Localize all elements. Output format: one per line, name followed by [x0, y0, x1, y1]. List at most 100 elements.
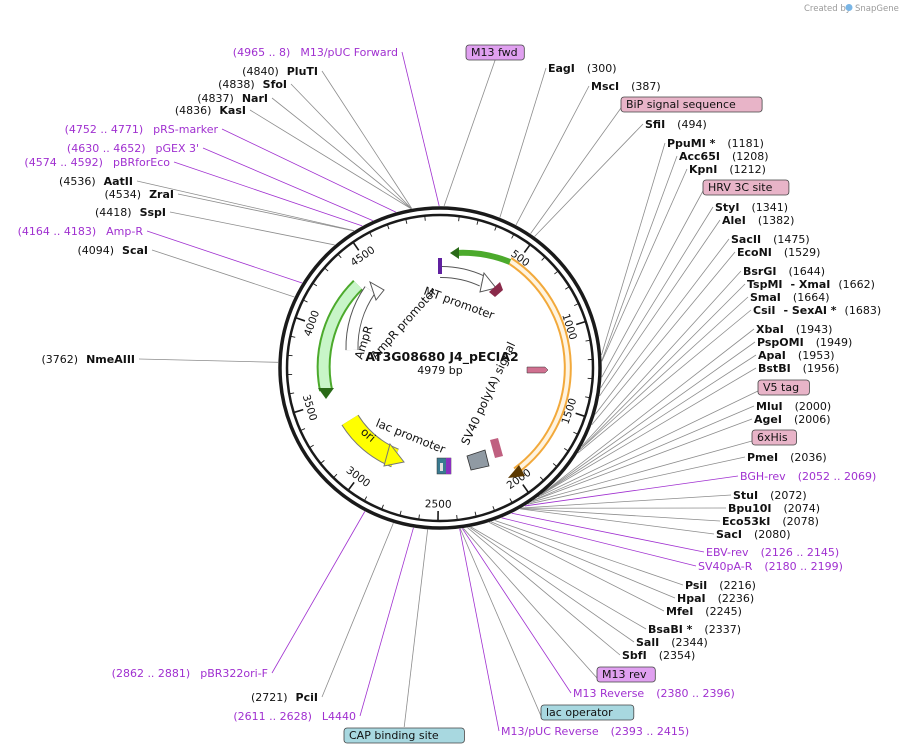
- sv40-polya-block-icon: [466, 449, 490, 471]
- primer-range: (4574 .. 4592): [24, 156, 103, 169]
- feature-box: [751, 429, 797, 446]
- primer-name: pBRforEco: [113, 156, 170, 169]
- primer-range: (2052 .. 2069): [798, 470, 877, 483]
- leader-lines: [136, 51, 759, 732]
- ruler-tick: [309, 444, 314, 449]
- leader-line: [532, 418, 753, 502]
- primer-name: M13/pUC Forward: [300, 46, 398, 59]
- leader-line: [490, 521, 676, 599]
- leader-line: [591, 251, 736, 426]
- ruler-tick: [492, 506, 496, 512]
- primer-name: pRS-marker: [153, 123, 218, 136]
- enzyme-name: TspMI: [747, 278, 783, 291]
- ruler-tick: [399, 510, 402, 516]
- enzyme-name: Eco53kI: [722, 515, 770, 528]
- ruler-tick: [293, 408, 304, 414]
- ruler-tick: [352, 241, 360, 251]
- ruler-tick: [458, 216, 460, 222]
- ruler-tick: [418, 514, 420, 520]
- site-label: BstBI(1956): [758, 362, 839, 375]
- enzyme-pos: (300): [587, 62, 617, 75]
- leader-line: [469, 526, 635, 643]
- site-label: (4536)AatII: [59, 175, 133, 188]
- primer-name: EBV-rev: [706, 546, 749, 559]
- cap-site-block-icon: [440, 463, 443, 471]
- ruler-tick: [541, 256, 546, 261]
- enzyme-name-2: - XmaI: [791, 278, 831, 291]
- enzyme-pos: (4837): [197, 92, 234, 105]
- leader-line: [600, 206, 714, 388]
- site-label: MluI(2000): [756, 400, 831, 413]
- enzyme-pos: (2344): [671, 636, 708, 649]
- site-label: SalI(2344): [636, 636, 708, 649]
- site-label: SmaI (1664): [750, 291, 829, 304]
- plasmid-length: 4979 bp: [417, 364, 462, 377]
- ruler-tick: [302, 299, 308, 303]
- leader-line: [599, 219, 721, 397]
- primer-label: (4965 .. 8) M13/pUC Forward: [233, 46, 398, 59]
- credit-brand: SnapGene: [855, 4, 899, 14]
- leader-line: [443, 59, 496, 207]
- leader-line: [459, 528, 500, 732]
- ruler-tick: [369, 231, 373, 237]
- cds-arrowhead-icon: [508, 465, 525, 478]
- m13-rev-block-icon: [446, 458, 451, 474]
- ruler-tick: [585, 396, 591, 399]
- enzyme-pos: (1943): [796, 323, 833, 336]
- primer-range: (2380 .. 2396): [656, 687, 735, 700]
- mt-promoter-head-icon: [479, 271, 497, 293]
- green-arrowhead-icon: [450, 247, 459, 259]
- enzyme-pos: (1664): [793, 291, 830, 304]
- primer-label: (4164 .. 4183)Amp-R: [18, 225, 144, 238]
- leader-line: [581, 270, 742, 447]
- ruler-tick: [333, 473, 338, 479]
- ruler-tick: [563, 448, 569, 452]
- enzyme-pos: (2080): [754, 528, 791, 541]
- enzyme-pos: (2072): [770, 489, 807, 502]
- leader-line: [530, 440, 753, 503]
- site-label: PmeI(2036): [747, 451, 827, 464]
- enzyme-name: BsaBI *: [648, 623, 693, 636]
- primer-name: L4440: [322, 710, 356, 723]
- enzyme-name: PsiI: [685, 579, 707, 592]
- right-site-labels: EagI(300)MscI(387)BiP signal sequenceSfi…: [501, 62, 881, 738]
- leader-line: [463, 528, 598, 679]
- ruler-tick: [539, 476, 544, 481]
- enzyme-pos: (387): [631, 80, 661, 93]
- leader-line: [579, 296, 749, 451]
- enzyme-pos: (2354): [659, 649, 696, 662]
- enzyme-pos: (1644): [788, 265, 825, 278]
- enzyme-name: HpaI: [677, 592, 706, 605]
- enzyme-pos: (1662): [838, 278, 875, 291]
- leader-line: [577, 309, 752, 454]
- enzyme-pos: (1212): [729, 163, 766, 176]
- enzyme-pos: (2337): [704, 623, 741, 636]
- leader-line: [169, 211, 335, 246]
- ruler-tick: [554, 270, 559, 275]
- leader-line: [499, 67, 547, 218]
- enzyme-name: NmeAIII: [86, 353, 135, 366]
- ruler-tick: [474, 511, 477, 517]
- enzyme-name: StyI: [715, 201, 739, 214]
- site-label: TspMI - XmaI (1662): [747, 278, 875, 291]
- ruler-tick: [347, 481, 355, 491]
- primer-range: (4965 .. 8): [233, 46, 291, 59]
- site-label: MscI(387): [591, 80, 661, 93]
- enzyme-pos: (1956): [803, 362, 840, 375]
- site-label: (4534)ZraI: [105, 188, 175, 201]
- leader-line: [515, 85, 590, 226]
- primer-label: (4752 .. 4771)pRS-marker: [65, 123, 219, 136]
- leader-line: [533, 405, 755, 501]
- enzyme-pos: (2006): [794, 413, 831, 426]
- site-label: HpaI(2236): [677, 592, 754, 605]
- leader-line: [177, 193, 354, 232]
- leader-line: [541, 341, 756, 495]
- leader-line: [527, 456, 746, 505]
- enzyme-pos: (4836): [175, 104, 212, 117]
- leader-line: [494, 520, 684, 586]
- enzyme-name: SmaI: [750, 291, 781, 304]
- ruler-tick: [300, 428, 306, 432]
- ruler-tick: [511, 233, 515, 239]
- enzyme-name: SacI: [716, 528, 742, 541]
- enzyme-name: KpnI: [689, 163, 717, 176]
